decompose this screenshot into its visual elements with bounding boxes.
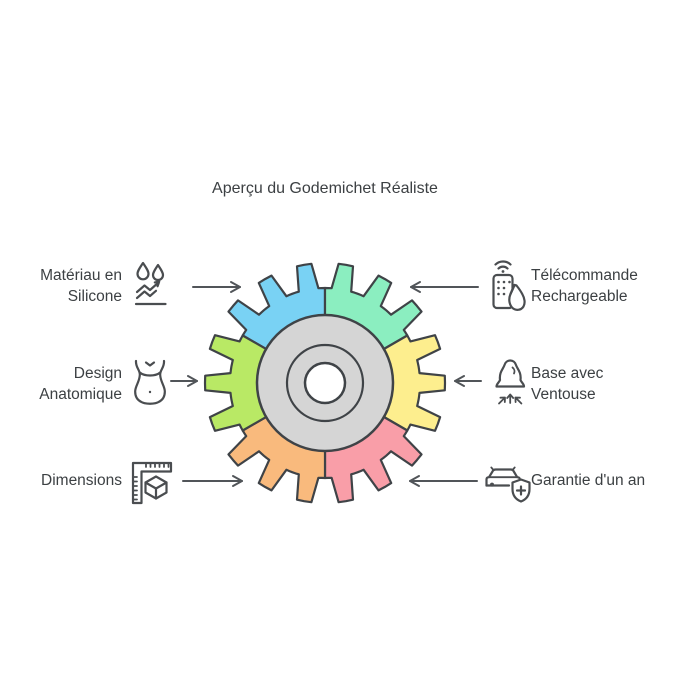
ruler-cube-icon <box>131 461 173 505</box>
arrow-materiau-head <box>230 281 241 293</box>
feature-label-line: Télécommande <box>531 267 638 284</box>
torso-icon <box>134 359 166 405</box>
feature-label-design-anatomique: Design Anatomique <box>0 363 122 405</box>
arrow-design-head <box>187 375 198 387</box>
feature-label-line: Silicone <box>67 288 122 305</box>
feature-label-dimensions: Dimensions <box>0 470 122 491</box>
feature-label-line: Matériau en <box>40 267 122 284</box>
gear-hole <box>303 361 347 405</box>
car-shield-icon <box>485 466 531 503</box>
feature-label-materiau-silicone: Matériau en Silicone <box>0 265 122 307</box>
feature-label-line: Garantie d'un an <box>531 472 646 489</box>
feature-label-line: Ventouse <box>531 386 596 403</box>
arrow-base-head <box>454 375 465 387</box>
feature-label-line: Design <box>73 365 122 382</box>
feature-label-line: Dimensions <box>41 472 122 489</box>
suction-cup-icon <box>495 359 526 405</box>
feature-label-garantie: Garantie d'un an <box>531 470 683 491</box>
remote-control-icon <box>492 260 526 311</box>
arrow-telecommande-head <box>410 281 421 293</box>
gear-ring <box>285 343 365 423</box>
arrow-dimensions-head <box>232 475 243 487</box>
feature-label-base-ventouse: Base avec Ventouse <box>531 363 683 405</box>
feature-label-telecommande: Télécommande Rechargeable <box>531 265 683 307</box>
feature-label-line: Rechargeable <box>531 288 628 305</box>
feature-label-line: Anatomique <box>39 386 122 403</box>
arrow-garantie-head <box>409 475 420 487</box>
feature-label-line: Base avec <box>531 365 604 382</box>
waterproof-icon <box>134 261 167 306</box>
page-title: Aperçu du Godemichet Réaliste <box>212 180 438 197</box>
